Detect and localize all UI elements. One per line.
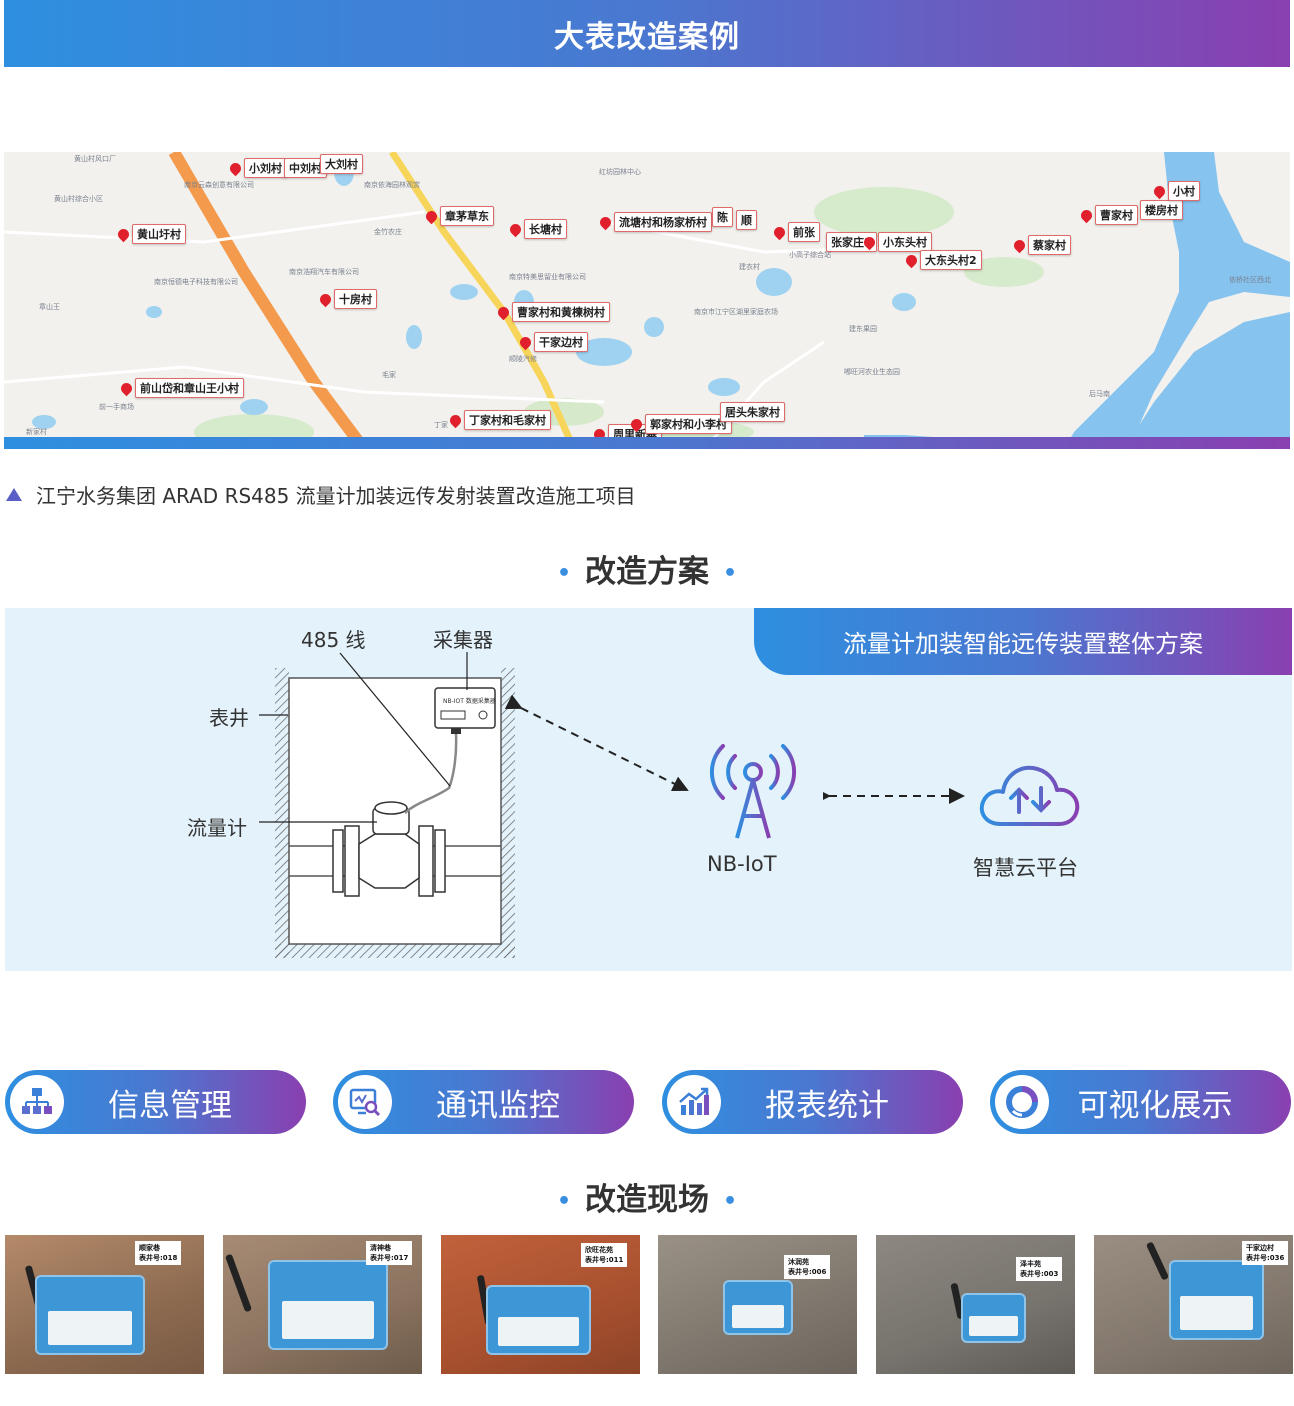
triangle-icon [6,488,22,501]
feature-label: 通讯监控 [436,1087,560,1124]
scheme-tab: 流量计加装智能远传装置整体方案 [754,608,1292,675]
map-place: 南京特美思留业有限公司 [509,273,586,281]
meter-label: 流量计 [187,816,247,840]
collector-device-text: NB-IOT 数据采集器 [443,697,496,705]
map-place: 嘟旺河农业生态园 [844,368,900,376]
feature-visualization[interactable]: 可视化展示 [990,1070,1291,1134]
map-place: 南京云森创意有限公司 [184,181,254,189]
map-place: 后马南 [1089,390,1110,398]
monitor-search-icon [338,1075,392,1129]
site-title: 改造现场 [585,1182,709,1218]
org-chart-icon [10,1075,64,1129]
map-place: 南京恒德电子科技有限公司 [154,278,238,286]
map-pin[interactable]: 张家庄2 [826,232,877,252]
page-banner: 大表改造案例 [4,0,1290,67]
photo-tag: 清神巷 表井号:017 [366,1241,413,1265]
map-pin[interactable]: 丁家村和毛家村 [447,410,551,430]
map-bottom-bar [4,437,1290,449]
map-pin[interactable]: 居头朱家村 [720,402,785,422]
site-heading: •改造现场• [556,1182,738,1218]
map-pin[interactable]: 陈 [712,207,733,227]
map-pin[interactable]: 长塘村 [507,219,567,239]
map-place: 南京浩翔汽车有限公司 [289,268,359,276]
photo-tag: 泽丰苑 表井号:003 [1016,1257,1063,1281]
map-pin[interactable]: 曹家村 [1078,205,1138,225]
chart-trend-icon [667,1075,721,1129]
map-place: 红坊园林中心 [599,168,641,176]
map-place: 建衣村 [739,263,760,271]
map-place: 黄山村风口厂 [74,155,116,163]
cable-label: 485 线 [301,628,366,652]
map-pin[interactable]: 小刘村 [227,158,287,178]
scheme-title: 改造方案 [585,554,709,590]
link-arrow [823,788,965,804]
map-pin[interactable]: 大东头村2 [903,250,982,270]
feature-label: 报表统计 [765,1087,889,1124]
map-pin[interactable]: 郭家村和小李村 [628,414,732,434]
project-map: 黄山村风口厂 黄山村综合小区 南京云森创意有限公司 南京恒德电子科技有限公司 章… [4,152,1290,449]
photo-tag: 干家边村 表井号:036 [1242,1241,1289,1265]
map-place: 前一手商场 [99,403,134,411]
site-photo[interactable]: 干家边村 表井号:036 [1094,1235,1293,1374]
map-place: 金竹农庄 [374,228,402,236]
cloud-upload-icon [979,765,1080,826]
map-pin[interactable]: 十房村 [317,289,377,309]
map-place: 章山王 [39,303,60,311]
feature-label: 可视化展示 [1077,1087,1233,1124]
scheme-tab-label: 流量计加装智能远传装置整体方案 [843,630,1203,658]
map-pin[interactable]: 干家边村 [517,332,588,352]
site-photo[interactable]: 沐润苑 表井号:006 [658,1235,857,1374]
signal-tower-icon [709,744,797,839]
map-pin[interactable]: 小东头村 [861,232,932,252]
map-place: 建东果园 [849,325,877,333]
map-pin[interactable]: 曹家村和黄楝树村 [495,302,610,322]
feature-report-stats[interactable]: 报表统计 [662,1070,963,1134]
map-pin[interactable]: 流塘村和杨家桥村 [597,212,712,232]
caption-text: 江宁水务集团 ARAD RS485 流量计加装远传发射装置改造施工项目 [36,484,636,508]
collector-label: 采集器 [433,628,493,652]
map-place: 毛家 [382,371,396,379]
map-place: 新家村 [26,428,47,436]
page-title: 大表改造案例 [554,19,740,55]
map-pin[interactable]: 中刘村 [284,158,327,178]
site-photo[interactable]: 泽丰苑 表井号:003 [876,1235,1075,1374]
map-place: 依桥社区西北 [1229,276,1271,284]
map-place: 小高子综合站 [789,251,831,259]
map-pin[interactable]: 章茅草东 [423,206,494,226]
map-pin[interactable]: 前山岱和章山王小村 [118,378,244,398]
feature-info-management[interactable]: 信息管理 [5,1070,306,1134]
map-pin[interactable]: 大刘村 [320,154,363,174]
map-place: 顺陵汽修 [509,355,537,363]
nbiot-label: NB-IoT [707,852,777,876]
site-photo[interactable]: 顺家巷 表井号:018 [5,1235,204,1374]
map-background [4,152,1290,449]
map-place: 黄山村综合小区 [54,195,103,203]
map-pin[interactable]: 前张 [771,222,820,242]
map-pin[interactable]: 蔡家村 [1011,235,1071,255]
well-diagram: NB-IOT 数据采集器 [259,652,689,958]
pie-chart-icon [995,1075,1049,1129]
photo-tag: 欣旺花苑 表井号:011 [581,1243,628,1267]
scheme-heading: •改造方案• [556,554,738,590]
map-pin[interactable]: 小村 [1151,181,1200,201]
well-label: 表井 [209,706,249,730]
map-place: 丁家 [434,421,448,429]
map-caption: 江宁水务集团 ARAD RS485 流量计加装远传发射装置改造施工项目 [6,480,636,509]
map-place: 南京市江宁区湖里家庭农场 [694,308,778,316]
site-photo[interactable]: 清神巷 表井号:017 [223,1235,422,1374]
scheme-panel: 流量计加装智能远传装置整体方案 NB-IOT 数据采集器 [5,608,1292,971]
photo-tag: 沐润苑 表井号:006 [784,1255,831,1279]
map-pin[interactable]: 楼房村 [1140,200,1183,220]
map-place: 南京依海园林观赏 [364,181,420,189]
map-pin[interactable]: 黄山圩村 [115,224,186,244]
photo-tag: 顺家巷 表井号:018 [135,1241,182,1265]
map-pin[interactable]: 顺 [736,210,757,230]
feature-comm-monitoring[interactable]: 通讯监控 [333,1070,634,1134]
site-photo[interactable]: 欣旺花苑 表井号:011 [441,1235,640,1374]
feature-label: 信息管理 [108,1087,232,1124]
cloud-platform-label: 智慧云平台 [973,856,1078,880]
